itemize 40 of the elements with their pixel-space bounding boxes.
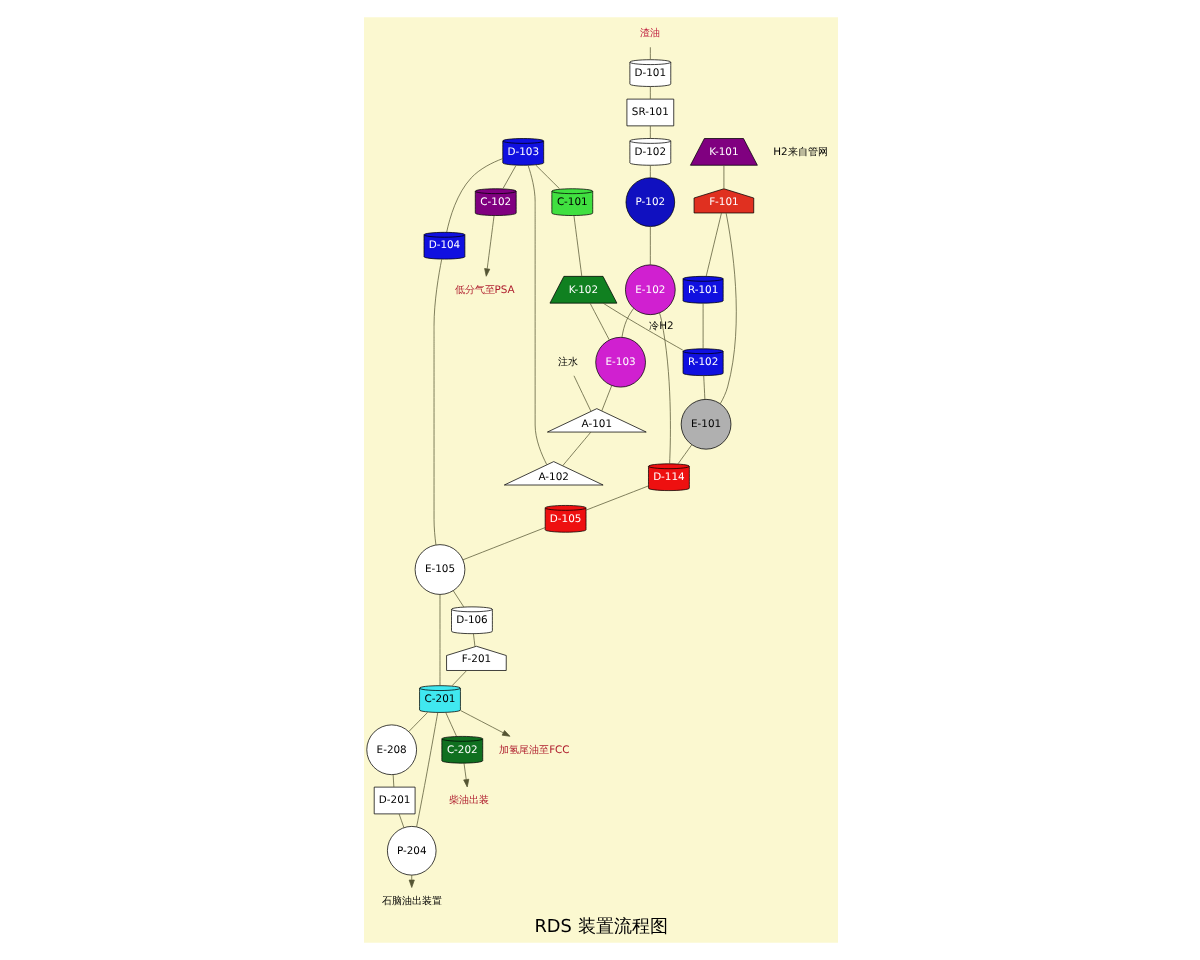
connector xyxy=(584,485,648,511)
connector xyxy=(572,375,591,412)
connector xyxy=(561,431,591,467)
connector xyxy=(526,165,547,465)
connector xyxy=(701,302,703,349)
connector xyxy=(718,212,736,405)
connector xyxy=(648,226,650,266)
diagram-title: RDS 装置流程图 xyxy=(533,917,667,938)
connector xyxy=(501,165,516,189)
connector xyxy=(391,774,394,788)
connector xyxy=(648,46,650,60)
connector xyxy=(620,307,634,338)
connector xyxy=(451,590,464,608)
connector xyxy=(432,258,442,546)
connector xyxy=(600,385,612,412)
connector xyxy=(534,164,559,190)
arrow xyxy=(459,710,510,737)
connector xyxy=(648,125,650,139)
connector xyxy=(444,712,456,737)
connector xyxy=(722,165,724,189)
connector xyxy=(397,813,404,829)
connector xyxy=(702,375,705,400)
connector xyxy=(658,312,670,465)
connector xyxy=(588,302,609,341)
connector xyxy=(704,212,721,277)
connector xyxy=(415,712,438,828)
connector xyxy=(461,527,545,561)
connector xyxy=(438,594,440,686)
connector xyxy=(648,165,650,179)
connector xyxy=(472,633,475,647)
connector xyxy=(601,302,683,351)
connector xyxy=(572,215,582,277)
arrow xyxy=(462,762,469,788)
connector xyxy=(648,86,650,100)
connector xyxy=(445,158,503,233)
connector xyxy=(407,712,427,732)
arrow xyxy=(407,874,414,888)
connector xyxy=(676,444,692,465)
arrow xyxy=(483,215,494,277)
connector xyxy=(450,670,466,687)
